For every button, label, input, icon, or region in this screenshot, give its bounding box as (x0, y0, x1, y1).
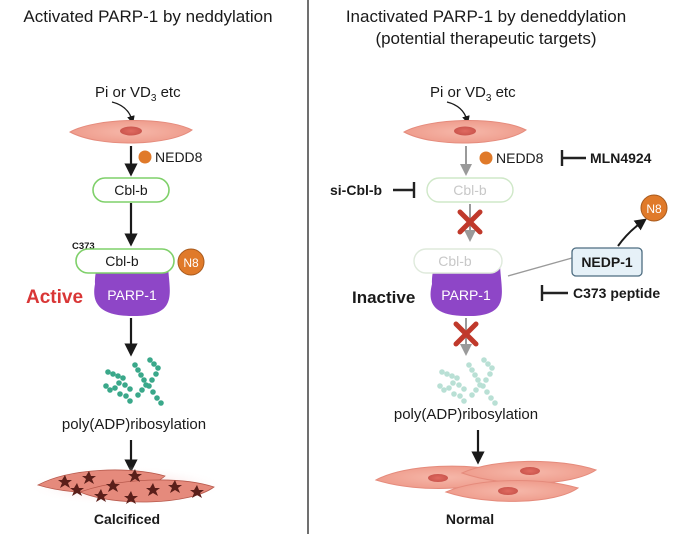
right-n8-badge (640, 194, 668, 222)
sicblb-inhibitor-icon (393, 182, 416, 198)
right-cblb-bound-label: Cbl-b (438, 253, 472, 269)
nedp1-connector (507, 257, 573, 277)
right-nedd8-label: NEDD8 (496, 150, 544, 166)
nedp1-release-arrow (617, 218, 647, 247)
left-cblb-bound-label: Cbl-b (105, 253, 139, 269)
right-panel-title-line1: Inactivated PARP-1 by deneddylation (346, 7, 626, 26)
left-cblb-pill (92, 177, 170, 203)
right-mln4924-label: MLN4924 (590, 150, 652, 166)
left-cblb-bound-pill (75, 248, 175, 274)
right-n8-label: N8 (646, 202, 662, 216)
left-nedd8-icon (138, 150, 152, 164)
left-outcome-label: Calcificed (94, 511, 160, 527)
right-cblb-bound-pill (413, 248, 503, 274)
right-panel-title-line2: (potential therapeutic targets) (375, 29, 596, 48)
right-block-x-icon-1 (457, 209, 483, 235)
left-vascular-cell-icon (68, 120, 193, 144)
left-stimulus-label: Pi or VD3 etc (95, 84, 181, 104)
left-cblb-label: Cbl-b (114, 182, 148, 198)
left-n8-badge (177, 248, 205, 276)
right-sicblb-label: si-Cbl-b (330, 182, 382, 198)
left-nedd8-label: NEDD8 (155, 149, 203, 165)
right-process-label: poly(ADP)ribosylation (394, 406, 538, 423)
nedp1-box (571, 247, 643, 277)
right-nedp1-label: NEDP-1 (581, 254, 633, 270)
left-parp1-shape (94, 262, 170, 317)
left-process-label: poly(ADP)ribosylation (62, 416, 206, 433)
right-stimulus-label: Pi or VD3 etc (430, 84, 516, 104)
right-block-x-icon-2 (453, 321, 479, 347)
right-cblb-label: Cbl-b (453, 182, 487, 198)
left-panel-title: Activated PARP-1 by neddylation (23, 7, 272, 26)
left-active-label: Active (26, 287, 83, 308)
right-inactive-label: Inactive (352, 288, 415, 307)
right-par-polymer-icon (437, 357, 498, 406)
mln4924-inhibitor-icon (560, 150, 586, 166)
left-par-polymer-icon (103, 357, 164, 406)
right-c373-peptide-label: C373 peptide (573, 285, 660, 301)
right-cblb-pill (426, 177, 514, 203)
right-vascular-cell-icon (402, 120, 527, 144)
right-outcome-label: Normal (446, 511, 494, 527)
left-c373-label: C373 (72, 241, 95, 252)
left-parp1-label: PARP-1 (107, 287, 157, 303)
right-normal-cells-icon (374, 460, 598, 502)
right-nedd8-icon (479, 151, 493, 165)
left-stimulus-arrow (111, 101, 135, 124)
c373-peptide-inhibitor-icon (540, 285, 568, 301)
right-parp1-label: PARP-1 (441, 287, 491, 303)
right-stimulus-arrow (446, 101, 470, 124)
left-n8-label: N8 (183, 256, 199, 270)
right-parp1-shape (430, 262, 502, 317)
left-calcified-cells-icon (26, 466, 226, 506)
